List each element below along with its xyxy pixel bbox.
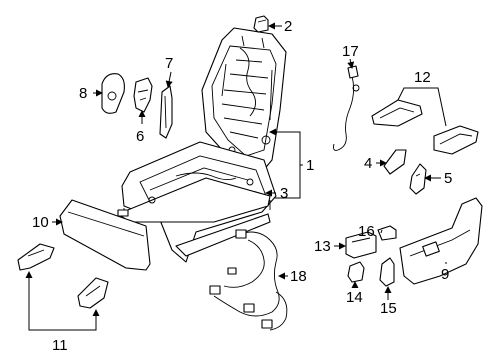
callout-11: 11 (52, 337, 68, 354)
callout-4: 4 (364, 155, 372, 172)
part-small-block (377, 225, 397, 241)
callout-12: 12 (414, 69, 431, 86)
part-front-trim (59, 199, 151, 271)
callout-3: 3 (280, 185, 288, 202)
part-rail-covers (17, 243, 109, 309)
callout-6: 6 (136, 128, 144, 145)
part-trim-strip (159, 85, 173, 139)
part-bracket (133, 77, 153, 113)
callout-5: 5 (444, 170, 452, 187)
callout-15: 15 (380, 300, 397, 317)
callout-17: 17 (342, 43, 359, 60)
callout-14: 14 (346, 289, 363, 306)
callout-16: 16 (358, 223, 375, 240)
part-clip (253, 15, 269, 33)
seat-frame-assembly (117, 27, 287, 263)
part-side-bracket (409, 163, 427, 195)
callout-7: 7 (165, 55, 173, 72)
callout-1: 1 (306, 157, 314, 174)
part-covers (371, 99, 479, 155)
callout-labels: 1 2 3 4 5 6 7 8 9 10 11 12 13 14 15 16 1… (32, 18, 452, 354)
leader-lines (25, 22, 447, 331)
callout-9: 9 (441, 266, 449, 283)
part-outer-shield (399, 197, 483, 285)
part-lever-cover (383, 149, 407, 175)
part-wiring-harness (209, 229, 288, 331)
part-knob (101, 73, 125, 114)
part-switch (345, 231, 377, 259)
callout-10: 10 (32, 214, 49, 231)
part-knob-tall (379, 257, 395, 287)
part-knob-small (347, 261, 365, 283)
callout-13: 13 (314, 238, 331, 255)
callout-8: 8 (79, 85, 87, 102)
callout-2: 2 (284, 18, 292, 35)
callout-18: 18 (290, 268, 307, 285)
part-wire-harness (333, 65, 360, 151)
